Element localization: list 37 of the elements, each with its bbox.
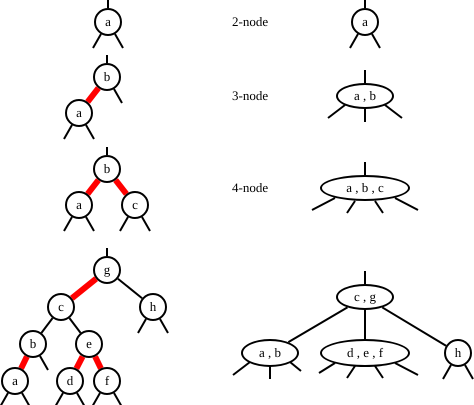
- thick-link-line: [85, 86, 101, 104]
- thick-link-line: [74, 355, 86, 370]
- tree-node-circle: a: [1, 367, 29, 395]
- tree-node-circle: a: [351, 8, 379, 36]
- tree-node-circle: a: [94, 8, 122, 36]
- tree-node-circle: b: [93, 155, 121, 183]
- link-line: [364, 310, 366, 339]
- node-type-label: 3-node: [232, 88, 268, 104]
- node-type-label: 2-node: [232, 14, 268, 30]
- multi-key-ellipse: d , e , f: [320, 339, 410, 367]
- tree-node-circle: c: [47, 293, 75, 321]
- tree-node-circle: a: [65, 191, 93, 219]
- tree-node-circle: d: [56, 367, 84, 395]
- tree-node-circle: b: [93, 63, 121, 91]
- thick-link-line: [113, 178, 129, 196]
- tree-node-circle: e: [75, 330, 103, 358]
- multi-key-ellipse: a , b: [241, 339, 299, 367]
- tree-node-circle: b: [19, 330, 47, 358]
- tree-node-circle: f: [93, 367, 121, 395]
- multi-key-ellipse: a , b , c: [320, 175, 410, 201]
- link-line: [117, 278, 143, 299]
- tree-node-circle: g: [93, 256, 121, 284]
- link-line: [40, 318, 54, 334]
- thick-link-line: [18, 355, 30, 370]
- thick-link-line: [85, 178, 101, 196]
- node-type-label: 4-node: [232, 180, 268, 196]
- multi-key-ellipse: a , b: [336, 83, 394, 109]
- thick-link-line: [70, 276, 98, 301]
- multi-key-ellipse: c , g: [336, 284, 394, 310]
- link-line: [288, 306, 348, 344]
- thick-link-line: [92, 355, 104, 370]
- tree-node-circle: h: [139, 293, 167, 321]
- tree-node-circle: h: [444, 339, 472, 367]
- tree-node-circle: c: [121, 191, 149, 219]
- tree-node-circle: a: [65, 99, 93, 127]
- link-line: [68, 318, 82, 334]
- link-line: [382, 306, 447, 347]
